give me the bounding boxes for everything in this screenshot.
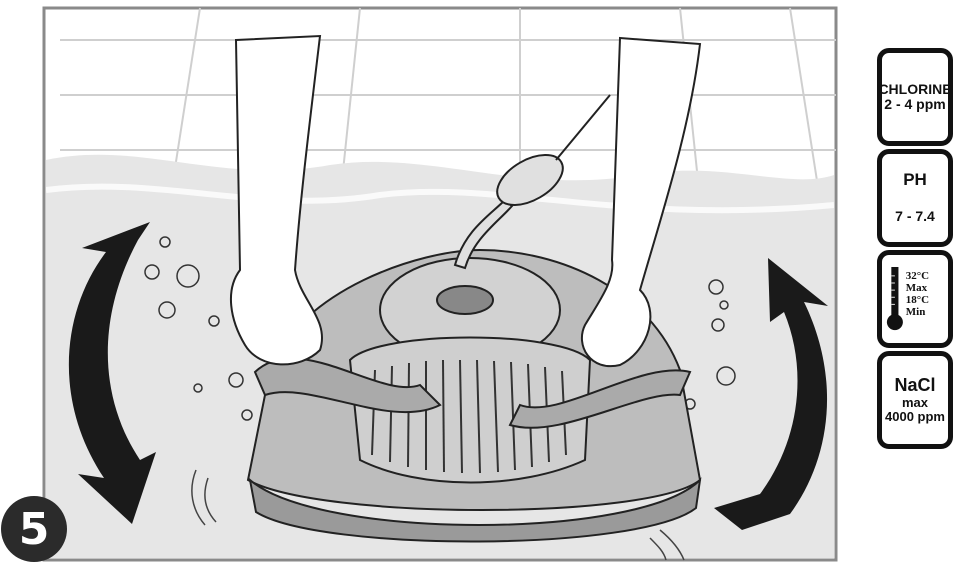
chlorine-title: CHLORINE xyxy=(878,80,952,97)
temperature-badge: 32°C Max 18°C Min xyxy=(877,250,953,348)
step-number: 5 xyxy=(18,503,50,555)
ph-title: PH xyxy=(903,170,927,190)
right-rotation-arrow-icon xyxy=(714,258,828,530)
nacl-max-label: max xyxy=(901,394,929,410)
temperature-max: 32°C Max xyxy=(905,269,930,294)
chlorine-value: 2 - 4 ppm xyxy=(884,96,946,112)
ripples xyxy=(191,469,685,561)
hose xyxy=(453,94,611,270)
ph-value: 7 - 7.4 xyxy=(895,208,935,225)
hands xyxy=(229,34,702,368)
left-rotation-arrow-icon xyxy=(68,222,156,524)
temperature-min: 18°C Min xyxy=(905,294,930,319)
ph-badge: PH 7 - 7.4 xyxy=(877,149,953,247)
nacl-badge: NaCl max 4000 ppm xyxy=(877,351,953,449)
step-number-badge: 5 xyxy=(1,496,67,562)
nacl-value: 4000 ppm xyxy=(885,408,945,424)
chlorine-badge: CHLORINE 2 - 4 ppm xyxy=(877,48,953,146)
thermometer-icon xyxy=(886,266,903,331)
pool-robot xyxy=(246,248,702,543)
nacl-title: NaCl xyxy=(894,374,936,395)
